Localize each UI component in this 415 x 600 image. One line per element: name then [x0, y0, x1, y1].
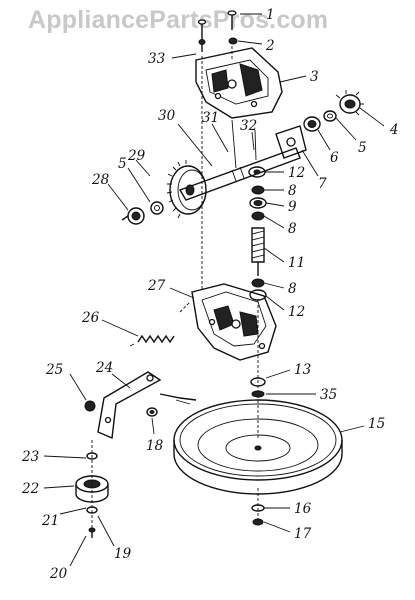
- bearing-4: [335, 90, 364, 116]
- gear-case-cover: [195, 47, 283, 119]
- callout-13: 13: [294, 362, 311, 378]
- input-shaft-30: [178, 147, 301, 201]
- callout-8c: 8: [288, 281, 297, 297]
- callout-6: 6: [330, 150, 339, 166]
- callout-3: 3: [310, 69, 319, 85]
- callout-15: 15: [368, 416, 385, 432]
- link-rod: [159, 393, 197, 405]
- output-stack: [248, 166, 267, 301]
- callout-numbers: 1 2 33 3 4 5 6 7 30 31 32 12 8 9 8 29 5 …: [21, 7, 399, 582]
- lower-gear-case: [191, 283, 277, 361]
- callout-31: 31: [202, 110, 219, 126]
- guide-line-case: [179, 301, 191, 313]
- callout-21: 21: [41, 513, 59, 529]
- callout-23: 23: [21, 449, 39, 465]
- callout-8: 8: [288, 183, 297, 199]
- callout-9: 9: [288, 199, 297, 215]
- worm-gear-29: [166, 160, 207, 219]
- callout-16: 16: [294, 501, 312, 517]
- washer-13-35: [250, 377, 266, 398]
- washer-5-right: [323, 110, 337, 122]
- key-32: [254, 129, 257, 161]
- callout-12: 12: [288, 165, 305, 181]
- callout-24: 24: [95, 360, 113, 376]
- shift-lever-24: [97, 371, 162, 440]
- callout-1: 1: [266, 7, 275, 23]
- plate-7: [275, 125, 307, 159]
- bolt-20: [88, 527, 96, 538]
- callout-19: 19: [114, 546, 132, 562]
- callout-28: 28: [91, 172, 110, 188]
- callout-4: 4: [389, 122, 399, 138]
- callout-35: 35: [320, 387, 337, 403]
- screw-33: [197, 19, 207, 52]
- callout-18: 18: [146, 438, 164, 454]
- callout-22: 22: [21, 481, 39, 497]
- callout-8b: 8: [288, 221, 297, 237]
- watermark-logo: AppliancePartsPros.com: [28, 6, 329, 34]
- spring-26: [129, 334, 175, 347]
- callout-20: 20: [49, 566, 68, 582]
- callout-25: 25: [45, 362, 63, 378]
- callout-17: 17: [294, 526, 312, 542]
- callout-29: 29: [127, 148, 146, 164]
- callout-27: 27: [147, 278, 166, 294]
- callout-32: 32: [240, 118, 257, 134]
- washer-5-left: [150, 201, 164, 215]
- screw-1: [227, 10, 237, 30]
- callout-5b: 5: [118, 156, 127, 172]
- callout-5: 5: [358, 140, 367, 156]
- leader-lines: [43, 13, 385, 567]
- callout-2: 2: [265, 38, 275, 54]
- washer-2: [228, 37, 238, 45]
- callout-30: 30: [158, 108, 176, 124]
- callout-33: 33: [148, 51, 165, 67]
- knob-25: [84, 400, 96, 412]
- bushing-6: [303, 116, 321, 132]
- bushing-28: [121, 207, 145, 225]
- callout-7: 7: [318, 176, 327, 192]
- idler-pulley-22: [75, 475, 109, 503]
- callout-26: 26: [81, 310, 100, 326]
- callout-11: 11: [288, 255, 305, 271]
- drive-pulley-15: [173, 399, 343, 495]
- bushing-18: [146, 407, 158, 417]
- key-31: [231, 119, 237, 169]
- callout-12b: 12: [288, 304, 305, 320]
